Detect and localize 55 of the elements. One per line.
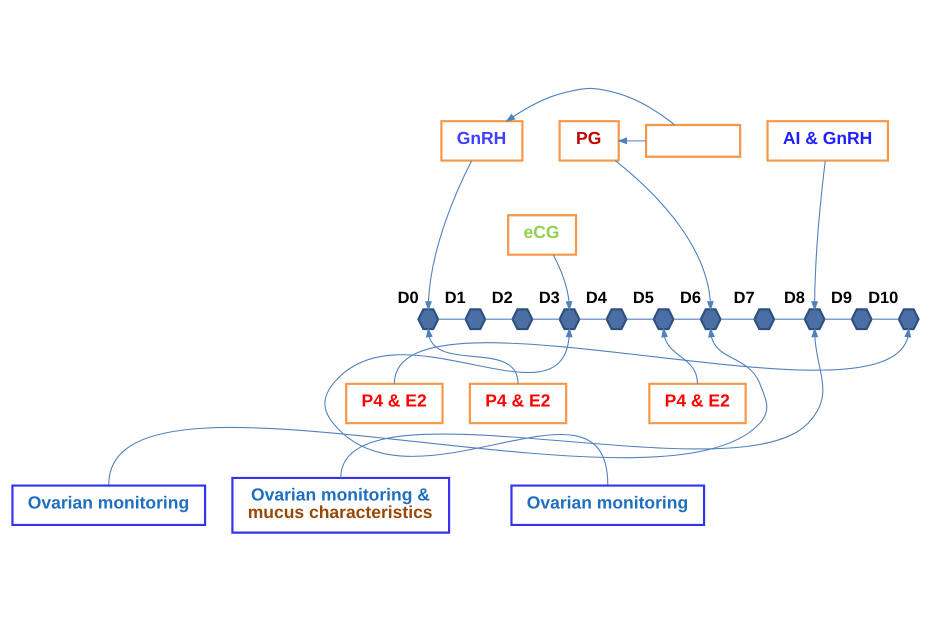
node-label: D10: [868, 288, 898, 306]
node-box: Ovarian monitoring: [510, 484, 706, 526]
node-hexagon: [558, 308, 581, 330]
node-box: P4 & E2: [648, 382, 747, 424]
node-label: D0: [398, 288, 419, 306]
arrow: [811, 160, 826, 311]
node-box: AI & GnRH: [766, 120, 889, 162]
node-hexagon: [605, 308, 628, 330]
arrow: [340, 326, 824, 478]
node-label: D4: [586, 288, 607, 306]
node-hexagon: [753, 308, 776, 330]
node-hexagon: [464, 308, 486, 330]
connector: [438, 318, 466, 320]
node-hexagon: [417, 308, 440, 330]
connector: [626, 318, 654, 320]
arrow: [617, 136, 646, 144]
node-hexagon: [850, 308, 873, 330]
arrow: [426, 326, 519, 384]
connector: [674, 318, 701, 320]
node-hexagon: [652, 308, 675, 330]
arrow: [425, 160, 472, 311]
connector: [720, 318, 754, 320]
node-label: D2: [492, 288, 513, 306]
node-box: Ovarian monitoring: [11, 484, 206, 526]
node-hexagon: [804, 308, 826, 330]
arrow: [661, 326, 698, 384]
arrow: [108, 326, 768, 484]
node-hexagon: [898, 308, 920, 330]
node-box: [644, 123, 742, 158]
node-label: D9: [831, 288, 852, 306]
arrow: [552, 254, 572, 311]
node-hexagon: [700, 308, 722, 330]
node-label: D7: [734, 288, 755, 306]
connector: [579, 318, 607, 320]
connector: [824, 318, 852, 320]
node-box: PG: [558, 120, 620, 162]
node-box: P4 & E2: [468, 382, 568, 424]
arrow: [324, 326, 608, 484]
node-hexagon: [511, 308, 534, 330]
arrow: [394, 326, 912, 384]
node-box: eCG: [507, 214, 578, 256]
node-label: D3: [538, 288, 560, 306]
connector: [872, 318, 899, 320]
connector: [485, 318, 513, 320]
connector: [532, 318, 560, 320]
node-box: Ovarian monitoring & mucus characteristics: [231, 476, 450, 534]
node-label: D8: [784, 288, 805, 306]
arrow: [505, 87, 675, 125]
node-label: D1: [444, 288, 466, 306]
connector: [774, 318, 805, 320]
arrow: [614, 160, 714, 311]
node-label: D5: [632, 288, 654, 306]
node-label: D6: [680, 288, 701, 306]
node-box: GnRH: [440, 120, 524, 162]
node-box: P4 & E2: [345, 382, 444, 424]
